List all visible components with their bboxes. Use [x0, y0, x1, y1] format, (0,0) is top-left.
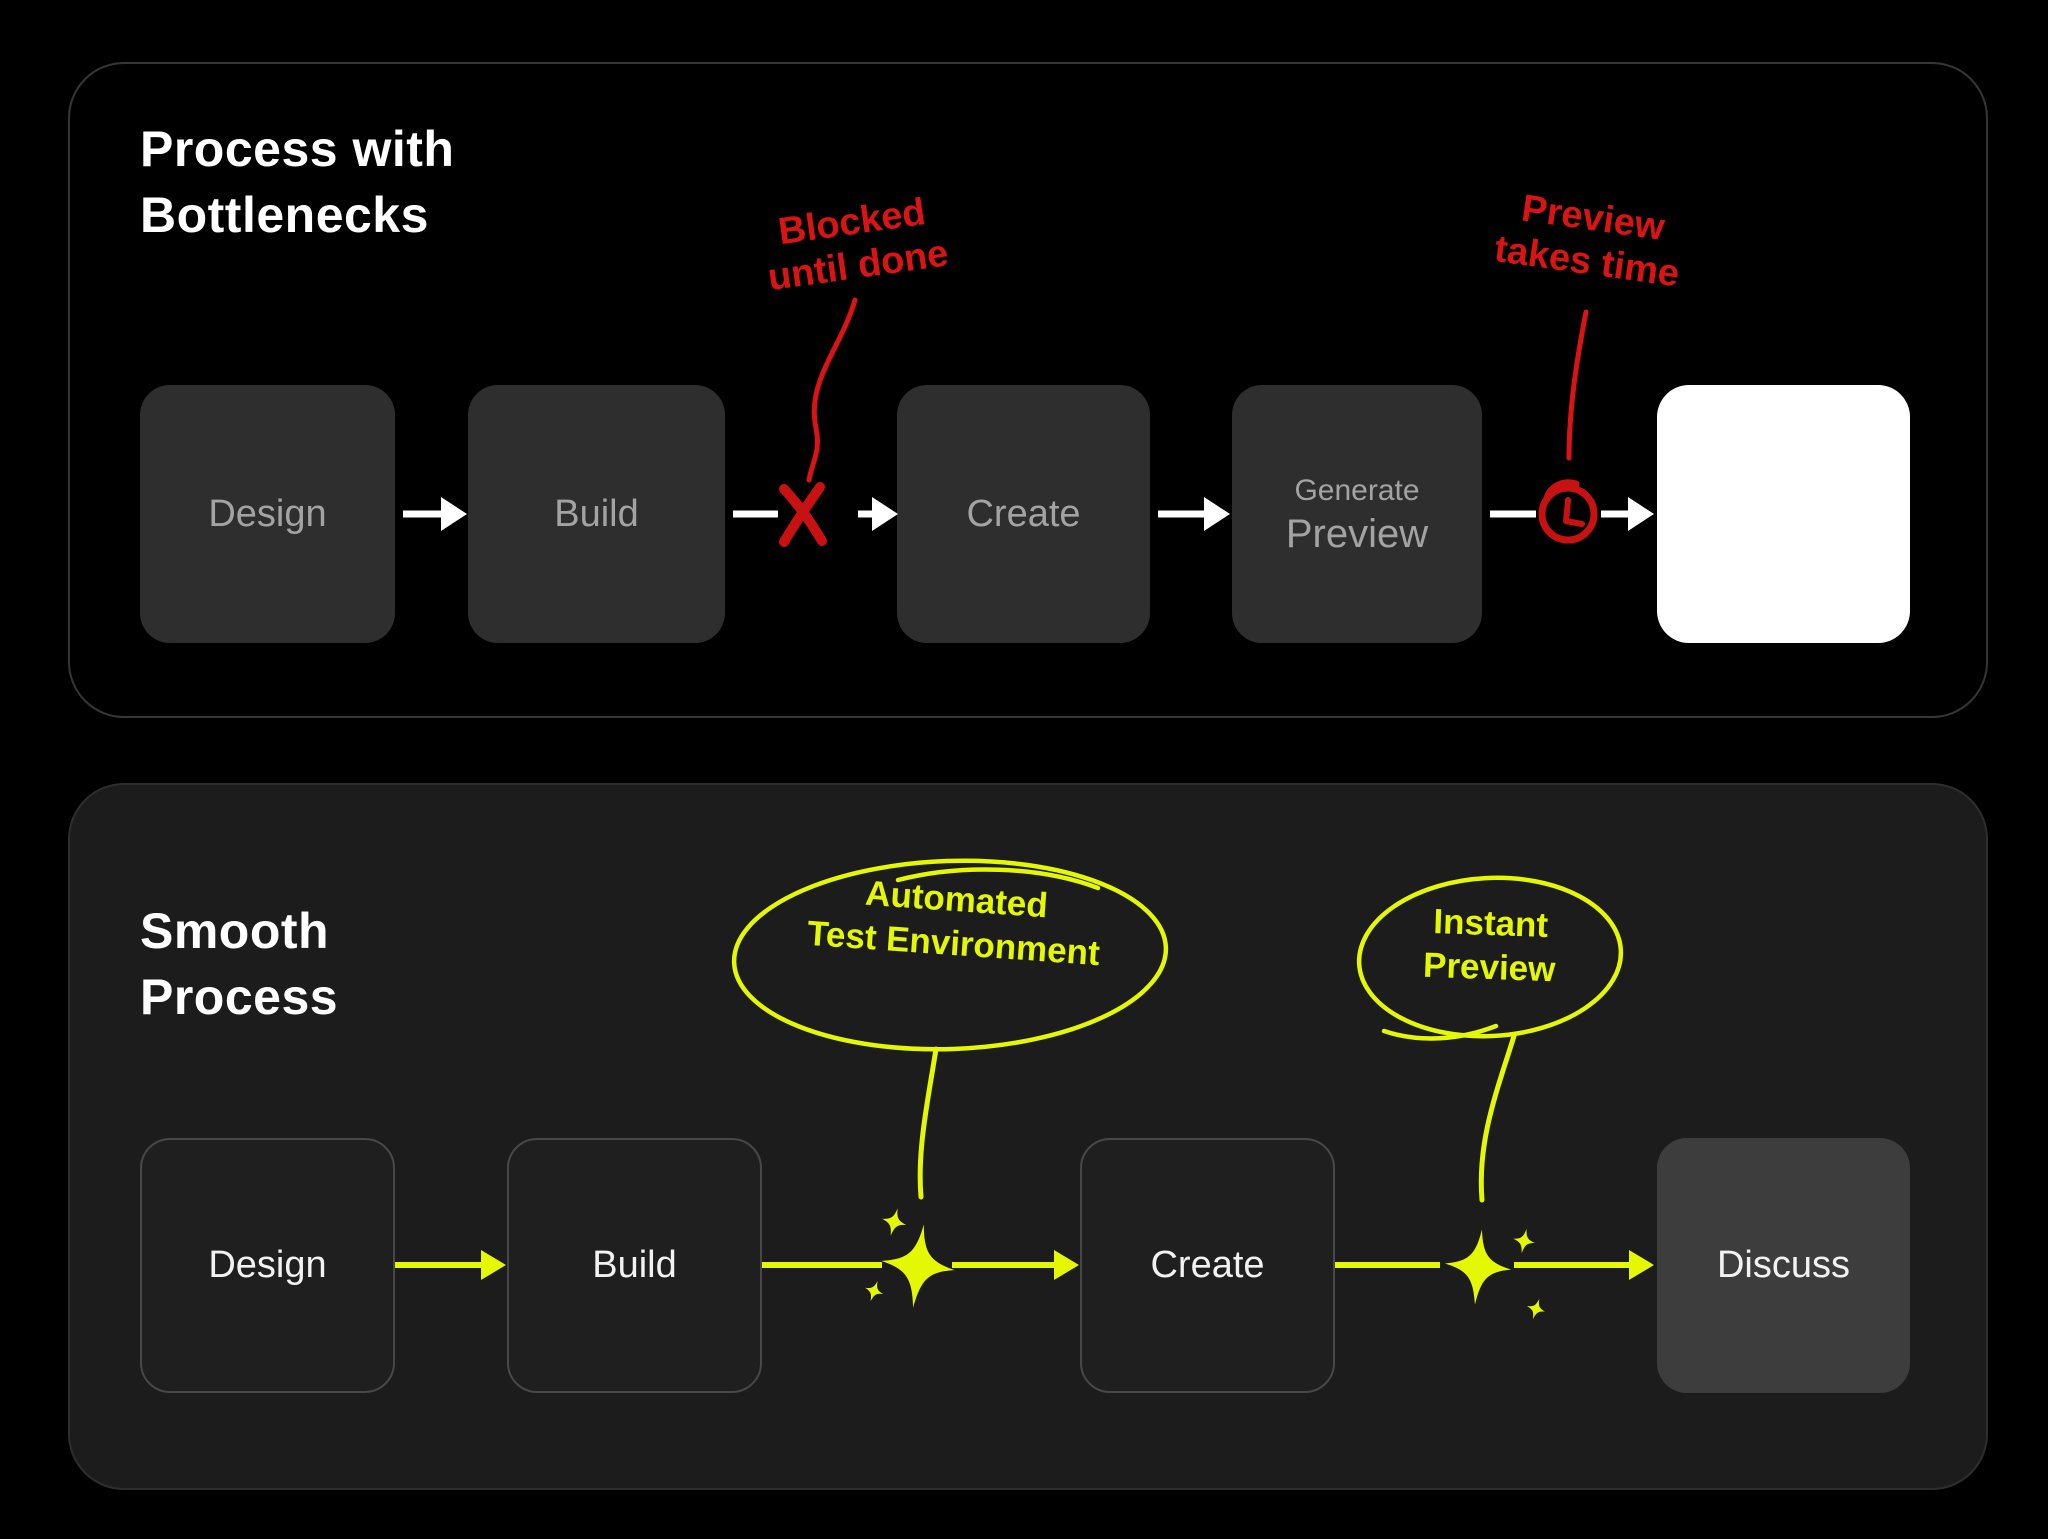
step-label-create-top: Create — [966, 492, 1081, 535]
step-box-design-bottom: Design — [140, 1138, 395, 1393]
generate-preview-line1: Generate — [1294, 474, 1420, 507]
step-label-build-top: Build — [554, 492, 639, 535]
step-label-design-bottom: Design — [208, 1244, 327, 1286]
bubble2-line2: Preview — [1422, 945, 1557, 990]
step-box-generate-preview: Generate Preview — [1232, 385, 1482, 643]
step-box-create-top: Create — [897, 385, 1150, 643]
step-label-create-bottom: Create — [1150, 1244, 1265, 1286]
bottleneck-title-line1: Process with — [140, 121, 455, 177]
step-box-create-bottom: Create — [1080, 1138, 1335, 1393]
smooth-title-line2: Process — [140, 969, 339, 1025]
bottleneck-panel-title: Process with Bottlenecks — [140, 116, 454, 248]
step-label-discuss: Discuss — [1716, 1244, 1851, 1286]
generate-preview-line2: Preview — [1285, 512, 1429, 556]
step-label-generate-preview: Generate Preview — [1286, 471, 1428, 557]
step-box-discuss: Discuss — [1657, 1138, 1910, 1393]
step-box-build-bottom: Build — [507, 1138, 762, 1393]
smooth-panel-title: Smooth Process — [140, 898, 338, 1030]
step-box-build-top: Build — [468, 385, 725, 643]
step-box-design-top: Design — [140, 385, 395, 643]
instant-preview-label: Instant Preview — [1359, 897, 1622, 994]
result-box-blank — [1657, 385, 1910, 643]
bottleneck-title-line2: Bottlenecks — [140, 187, 429, 243]
step-label-build-bottom: Build — [592, 1244, 677, 1286]
step-label-design-top: Design — [208, 492, 327, 535]
smooth-title-line1: Smooth — [140, 903, 330, 959]
